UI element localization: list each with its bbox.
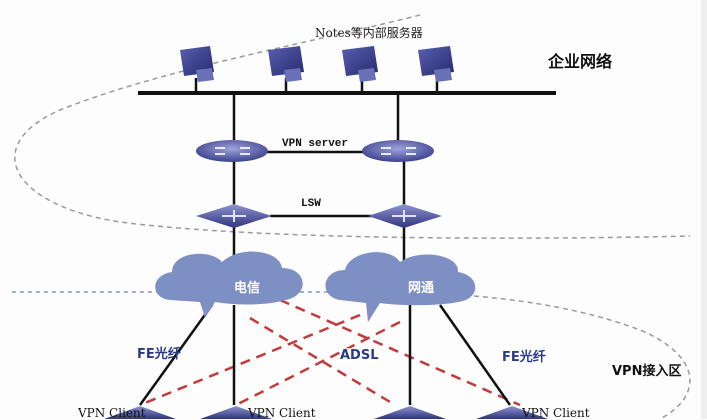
cloud-icon	[155, 251, 303, 318]
enterprise-zone-label: 企业网络	[548, 52, 613, 71]
server-icon	[268, 46, 304, 82]
cloud-icon	[325, 252, 476, 322]
fe-fiber-right-label: FE光纤	[502, 350, 546, 365]
router-icon	[196, 140, 268, 162]
vpn-client-label: VPN Client	[78, 406, 146, 420]
fe-fiber-left-label: FE光纤	[137, 347, 181, 362]
switch-icon	[196, 204, 272, 228]
fe-links	[138, 304, 512, 406]
lsw-label: LSW	[301, 198, 321, 210]
server-icon	[180, 46, 214, 82]
unicom-cloud-label: 网通	[408, 281, 435, 296]
switch-icon	[476, 406, 548, 419]
server-icon	[342, 46, 378, 82]
vpn-access-zone-label: VPN接入区	[612, 364, 682, 379]
vpn-server-label: VPN server	[282, 138, 349, 150]
router-icon	[362, 140, 434, 162]
image-border	[701, 0, 707, 419]
trunk-lines	[232, 93, 406, 262]
server-drops	[194, 78, 439, 93]
servers-title: Notes等内部服务器	[315, 26, 423, 40]
vpn-client-label: VPN Client	[522, 406, 590, 420]
vpn-zone-border	[329, 291, 691, 419]
vpn-client-label: VPN Client	[248, 406, 316, 420]
server-icon	[418, 46, 454, 82]
telecom-cloud-label: 电信	[234, 281, 261, 296]
switch-icon	[104, 406, 176, 419]
switch-icon	[200, 406, 272, 419]
switch-icon	[368, 204, 442, 228]
adsl-label: ADSL	[340, 348, 379, 363]
enterprise-zone-border	[14, 14, 691, 239]
adsl-links	[139, 298, 521, 407]
switch-icon	[374, 406, 446, 419]
